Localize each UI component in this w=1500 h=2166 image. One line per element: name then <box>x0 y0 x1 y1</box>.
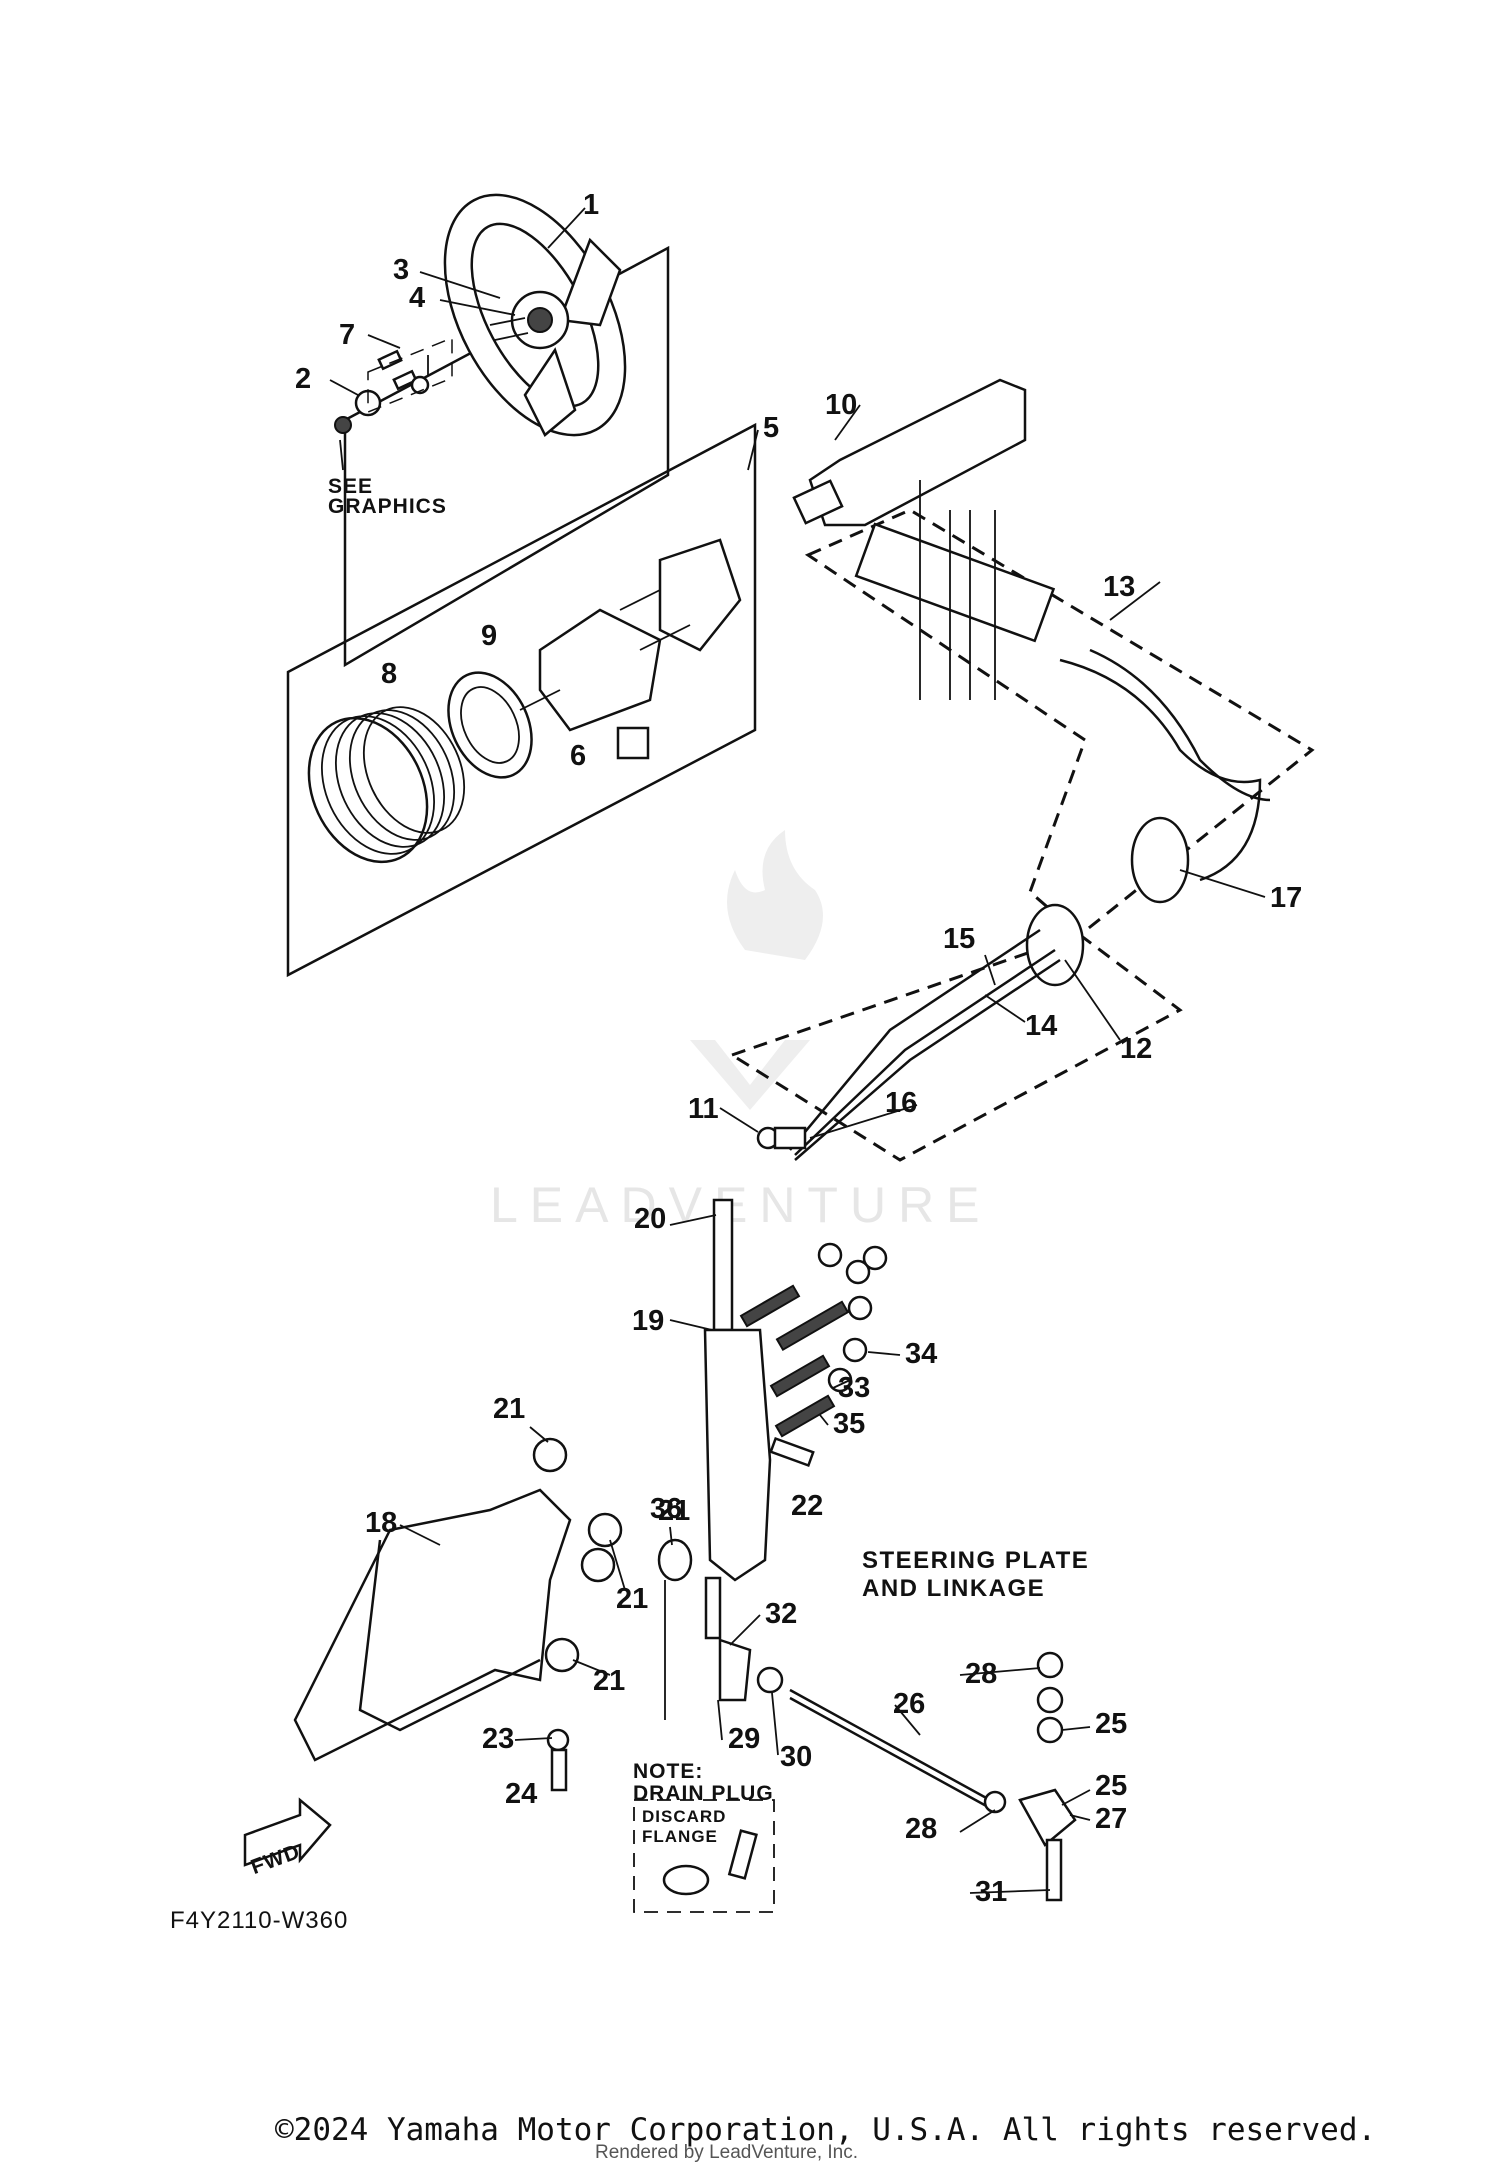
part-label: 23 <box>482 1723 514 1755</box>
part-label: 21 <box>616 1583 648 1615</box>
part-label: 14 <box>1025 1010 1057 1042</box>
part-label: 9 <box>481 620 497 652</box>
part-label: 24 <box>505 1778 537 1810</box>
footer: ©2024 Yamaha Motor Corporation, U.S.A. A… <box>275 2112 1376 2163</box>
section-title-line1: STEERING PLATE <box>862 1547 1089 1574</box>
watermark: LEADVENTURE <box>490 830 992 1233</box>
steering-plate-assembly <box>293 1198 1077 1913</box>
see-graphics-line1: SEE <box>328 475 373 498</box>
part-label: 2 <box>295 363 311 395</box>
part-label: 32 <box>765 1598 797 1630</box>
part-label: 30 <box>780 1741 812 1773</box>
part-label: 27 <box>1095 1803 1127 1835</box>
part-label: 3 <box>393 254 409 286</box>
part-label: 12 <box>1120 1033 1152 1065</box>
part-label: 7 <box>339 319 355 351</box>
part-label: 8 <box>381 658 397 690</box>
part-label: 34 <box>905 1338 937 1370</box>
figure-code: F4Y2110-W360 <box>170 1907 348 1934</box>
discard-line2: FLANGE <box>642 1827 718 1846</box>
drain-note-line1: NOTE: <box>633 1760 703 1783</box>
steering-wheel-assembly <box>334 193 670 668</box>
part-label: 6 <box>570 740 586 772</box>
part-label: 22 <box>791 1490 823 1522</box>
see-graphics-line2: GRAPHICS <box>328 495 447 518</box>
part-labels: 1 2 3 4 5 6 7 8 9 10 11 12 13 14 15 16 1… <box>295 189 1302 1908</box>
discard-line1: DISCARD <box>642 1807 726 1826</box>
steering-cable-assembly <box>728 378 1315 1162</box>
leader-lines <box>329 207 1266 1894</box>
part-label: 29 <box>728 1723 760 1755</box>
part-label: 25 <box>1095 1770 1127 1802</box>
part-label: 11 <box>688 1093 719 1125</box>
copyright-text: ©2024 Yamaha Motor Corporation, U.S.A. A… <box>275 2112 1376 2148</box>
part-label: 13 <box>1103 571 1135 603</box>
steering-bolts <box>739 1242 888 1438</box>
part-label: 20 <box>634 1203 666 1235</box>
part-label: 21 <box>658 1495 690 1527</box>
notes: SEE GRAPHICS STEERING PLATE AND LINKAGE … <box>170 475 1089 1934</box>
drain-note-line2: DRAIN PLUG <box>633 1782 774 1805</box>
part-label: 5 <box>763 412 779 444</box>
remote-control-assembly <box>286 422 757 978</box>
section-title-line2: AND LINKAGE <box>862 1575 1045 1602</box>
part-label: 36 <box>650 1493 682 1525</box>
rendered-by-text: Rendered by LeadVenture, Inc. <box>595 2142 858 2163</box>
part-label: 15 <box>943 923 975 955</box>
part-label: 18 <box>365 1507 397 1539</box>
part-label: 25 <box>1095 1708 1127 1740</box>
part-label: 19 <box>632 1305 664 1337</box>
part-label: 28 <box>905 1813 937 1845</box>
part-label: 4 <box>409 282 425 314</box>
part-label: 35 <box>833 1408 865 1440</box>
part-label: 26 <box>893 1688 925 1720</box>
part-label: 21 <box>493 1393 525 1425</box>
part-label: 17 <box>1270 882 1302 914</box>
watermark-text: LEADVENTURE <box>490 1177 992 1233</box>
fwd-arrow-icon: FWD <box>243 1797 332 1879</box>
part-label: 33 <box>838 1372 870 1404</box>
part-label: 1 <box>583 189 599 221</box>
